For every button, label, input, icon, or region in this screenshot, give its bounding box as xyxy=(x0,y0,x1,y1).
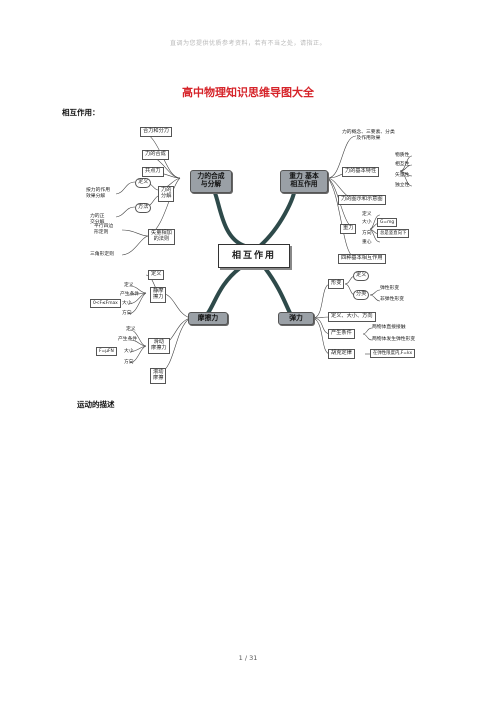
node-deformation-definition: 定义 xyxy=(353,271,370,281)
node-independence: 独立性 xyxy=(395,183,410,188)
node-static-magnitude: 大小 xyxy=(122,301,132,306)
branch-compose: 力的合成 与分解 xyxy=(190,170,232,193)
node-orthogonal-decomp: 力的正 交分解 xyxy=(90,214,105,225)
node-materiality: 物质性 xyxy=(395,153,410,158)
mind-map-connectors xyxy=(115,130,413,374)
node-parallelogram-rule: 平行四边 形定则 xyxy=(94,224,114,235)
node-gravity-magnitude: 大小 xyxy=(362,220,372,225)
node-deformation: 形变 xyxy=(328,279,345,289)
node-vector-addition: 矢量相加 的法则 xyxy=(148,229,175,245)
node-decomp-method: 方法 xyxy=(135,203,152,213)
node-static-range: 0<F≤Fmax xyxy=(90,299,121,309)
node-decomp-definition: 定义 xyxy=(135,178,152,188)
node-static-direction: 方向 xyxy=(122,311,132,316)
node-force-properties: 力的基本特性 xyxy=(342,167,380,177)
node-force-concept: 力的概念、三要素、分类 及作用效果 xyxy=(342,130,395,141)
node-elastic-condition: 产生条件 xyxy=(328,329,355,339)
node-center-of-gravity: 重心 xyxy=(362,240,372,245)
section-heading-interaction: 相互作用： xyxy=(62,108,100,117)
node-triangle-rule: 三角形定则 xyxy=(90,252,114,257)
node-gravity-definition: 定义 xyxy=(362,212,372,217)
node-gravity-direction: 方向 xyxy=(362,231,372,236)
node-sliding-condition: 产生条件 xyxy=(118,337,138,342)
node-concurrent-force: 共点力 xyxy=(142,167,164,177)
node-sliding-definition: 定义 xyxy=(126,327,136,332)
node-rolling-friction: 滚动 摩擦 xyxy=(150,368,167,384)
branch-friction: 摩擦力 xyxy=(188,312,228,325)
center-topic: 相互作用 xyxy=(218,244,290,268)
node-gravity-formula: G=mg xyxy=(377,218,398,228)
node-sliding-formula: F=μFN xyxy=(96,347,117,357)
branch-elastic: 弹力 xyxy=(278,312,314,325)
node-force-diagram: 力的图示和示意图 xyxy=(338,195,386,205)
node-resultant-force: 合力和分力 xyxy=(140,127,172,137)
node-inelastic-deformation: 非弹性形变 xyxy=(380,297,404,302)
node-hookes-law: 胡克定律 xyxy=(328,349,355,359)
node-mutuality: 相互性 xyxy=(395,162,410,167)
node-static-def-label: 定义 xyxy=(124,283,134,288)
page-title: 高中物理知识思维导图大全 xyxy=(182,86,314,99)
node-direct-contact: 两物体直接接触 xyxy=(372,325,406,330)
node-gravity: 重力 xyxy=(340,224,357,234)
node-static-condition: 产生条件 xyxy=(120,292,140,297)
node-four-interactions: 四种基本相互作用 xyxy=(338,254,386,264)
node-decomp-by-effect: 按力的作用 效果分解 xyxy=(86,188,110,199)
node-deformation-types: 分类 xyxy=(353,290,370,300)
node-static-definition: 定义 xyxy=(148,270,165,280)
node-sliding-friction: 滑动 摩擦力 xyxy=(148,338,170,354)
section-heading-motion: 运动的描述 xyxy=(77,400,115,409)
node-elastic-deformation: 弹性形变 xyxy=(380,286,400,291)
node-elastic-def-size-dir: 定义、大小、方向 xyxy=(328,312,376,322)
node-elastic-deform-occur: 两物体发生弹性形变 xyxy=(372,337,416,342)
node-static-friction: 静摩 擦力 xyxy=(150,287,167,303)
branch-gravity: 重力 基本 相互作用 xyxy=(280,170,328,193)
watermark: 直调为您提供优质参考资料，若有不当之处，请指正。 xyxy=(169,40,326,47)
node-force-composition: 力的合成 xyxy=(142,150,169,160)
node-force-decomposition: 力的 分解 xyxy=(158,186,175,202)
node-sliding-magnitude: 大小 xyxy=(124,349,134,354)
mind-map: 相互作用 力的合成 与分解 重力 基本 相互作用 摩擦力 弹力 合力和分力 力的… xyxy=(80,118,420,393)
page-number: 1 / 31 xyxy=(238,654,258,662)
node-vectority: 矢量性 xyxy=(395,173,410,178)
node-gravity-direction-value: 总是竖直向下 xyxy=(377,229,410,239)
node-sliding-direction: 方向 xyxy=(124,360,134,365)
node-hookes-formula: 在弹性限度内,F=kx xyxy=(370,349,416,359)
